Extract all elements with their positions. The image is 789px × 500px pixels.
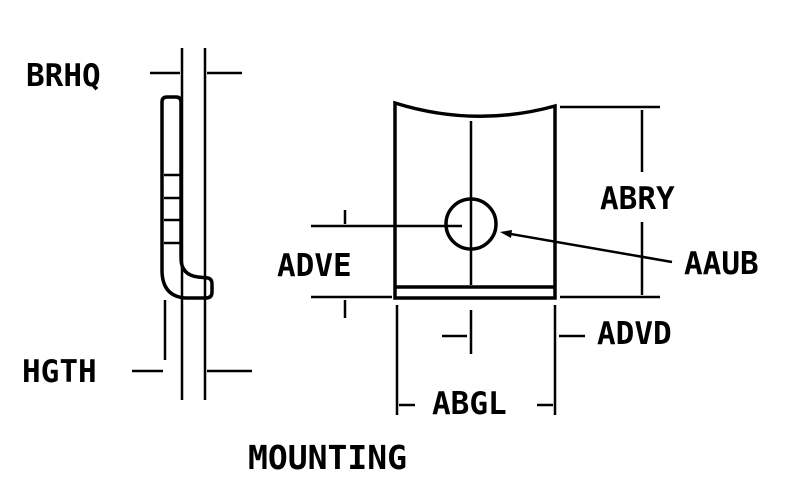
label-abgl: ABGL xyxy=(432,386,507,422)
label-adve: ADVE xyxy=(277,248,352,284)
diagram-caption: MOUNTING xyxy=(248,438,407,477)
aaub-leader xyxy=(504,231,673,264)
label-abry: ABRY xyxy=(600,181,675,217)
plate-outline xyxy=(393,100,557,300)
aaub-arrowhead xyxy=(500,230,512,238)
label-hgth: HGTH xyxy=(22,354,97,390)
bracket-profile xyxy=(160,95,214,300)
front-view: ABRY AAUB ADVE ADVD ABGL xyxy=(277,100,759,422)
label-advd: ADVD xyxy=(597,316,672,352)
label-brhq: BRHQ xyxy=(26,58,101,94)
label-aaub: AAUB xyxy=(684,246,759,282)
side-view: BRHQ HGTH xyxy=(22,48,252,400)
